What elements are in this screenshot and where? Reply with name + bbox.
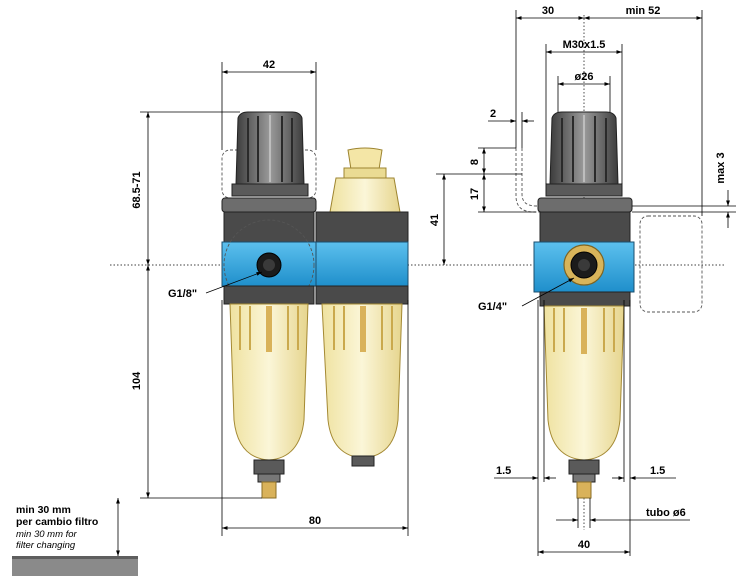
dim-40: 40 [578,539,590,551]
lubricator-body-blue [315,241,409,287]
lubricator-unit [315,147,409,467]
dim-42: 42 [263,59,275,71]
note-line-2: per cambio filtro [16,516,98,528]
gauge-side-outline [639,215,703,313]
dim-104: 104 [131,371,143,390]
label-g18: G1/8" [168,288,197,300]
dim-8: 8 [469,159,481,165]
knob-clearance-outline [221,149,317,199]
label-g14: G1/4" [478,301,507,313]
floor-surface [12,556,138,576]
dim-max-3: max 3 [715,152,727,183]
dim-80: 80 [309,515,321,527]
dim-min-52: min 52 [626,5,661,17]
dim-m30: M30x1.5 [563,39,606,51]
dim-tube: tubo ø6 [646,507,686,519]
note-line-1: min 30 mm [16,504,71,516]
dim-17: 17 [469,188,481,200]
side-drain-valve [576,481,592,499]
dim-30: 30 [542,5,554,17]
dim-d26: ø26 [575,71,594,83]
note-line-4: filter changing [16,540,76,551]
dim-2: 2 [490,108,496,120]
dim-41: 41 [429,214,441,226]
filter-regulator-unit [221,111,317,499]
lock-nut [221,197,317,213]
dim-1-5-left: 1.5 [496,465,511,477]
dim-1-5-right: 1.5 [650,465,665,477]
dim-68-71: 68.5-71 [131,171,143,208]
side-view-unit [515,111,703,499]
note-line-3: min 30 mm for [16,529,78,540]
drain-valve [261,481,277,499]
